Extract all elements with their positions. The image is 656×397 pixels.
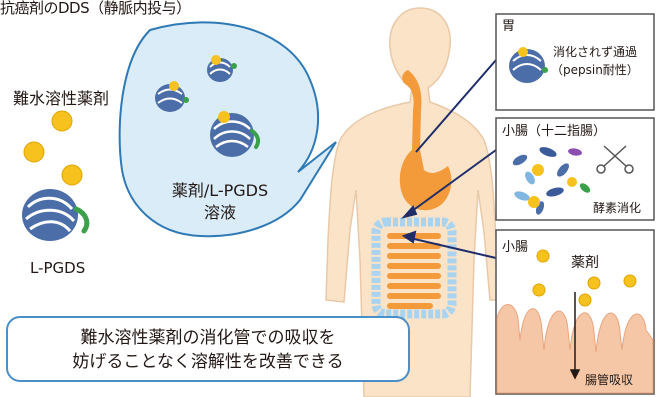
conclusion-line2: 妨げることなく溶解性を改善できる — [72, 352, 344, 372]
solution-label: 薬剤/L-PGDS 溶液 — [150, 180, 290, 224]
protein-icons — [22, 55, 261, 241]
conclusion-box: 難水溶性薬剤の消化管での吸収を 妨げることなく溶解性を改善できる — [6, 316, 410, 382]
solution-label-line2: 溶液 — [203, 203, 236, 222]
intestine-drug-label: 薬剤 — [571, 255, 599, 271]
conclusion-line1: 難水溶性薬剤の消化管での吸収を — [80, 328, 336, 348]
colon — [371, 217, 457, 319]
stomach-box-title: 胃 — [502, 19, 516, 34]
scissors-icon — [596, 145, 634, 174]
solution-label-line1: 薬剤/L-PGDS — [171, 181, 269, 200]
absorption-caption: 腸管吸収 — [585, 373, 634, 387]
drug-dots-intestine — [532, 249, 637, 307]
drug-dots-left — [23, 110, 83, 186]
duodenum-box-title: 小腸（十二指腸） — [502, 124, 607, 139]
protein-label: L-PGDS — [30, 259, 86, 277]
duodenum-box-caption: 酵素消化 — [593, 201, 642, 215]
connector-arrows — [401, 59, 497, 259]
page-title: 抗癌剤のDDS（静脈内投与） — [0, 0, 191, 17]
digested-fragments — [512, 147, 591, 215]
stomach-box-line1: 消化されず通過 — [553, 45, 638, 59]
intestine-box-title: 小腸 — [502, 240, 529, 255]
absorption-arrow — [569, 292, 581, 380]
stomach-box-line2: （pepsin耐性） — [551, 63, 639, 77]
esophagus — [402, 70, 422, 150]
protein-icon-stomach — [509, 47, 548, 83]
drug-label: 難水溶性薬剤 — [13, 89, 110, 108]
stomach — [399, 150, 452, 211]
